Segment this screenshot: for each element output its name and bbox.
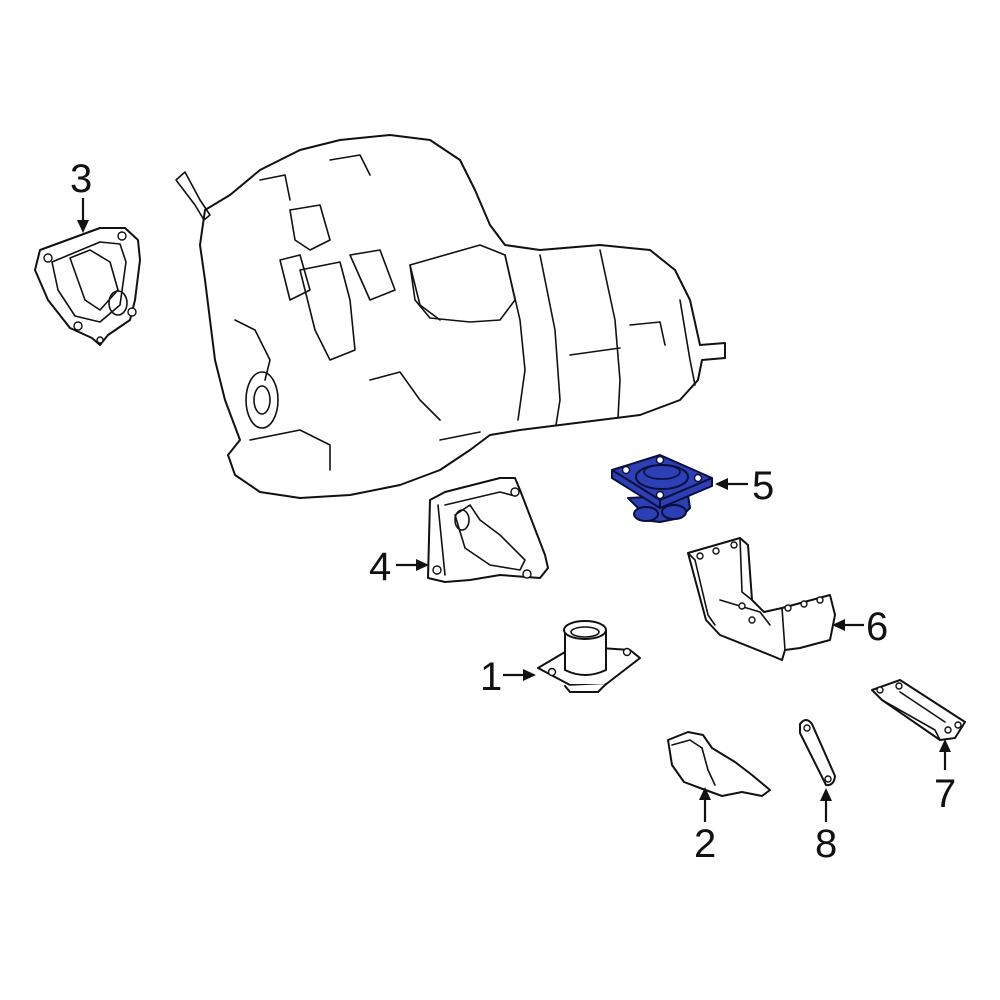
callout-4: 4 — [369, 545, 429, 589]
part-5-transmission-mount — [611, 454, 713, 523]
callout-number: 3 — [70, 157, 92, 201]
part-2-heat-shield — [667, 731, 771, 797]
arrowhead — [416, 559, 429, 571]
part-4-engine-mount-bracket — [427, 477, 549, 583]
arrowhead — [820, 788, 832, 801]
callout-number: 4 — [369, 545, 391, 589]
arrowhead — [715, 478, 728, 490]
callout-7: 7 — [934, 739, 956, 816]
arrowhead — [939, 739, 951, 752]
callout-2: 2 — [694, 787, 716, 866]
arrowhead — [523, 669, 536, 681]
arrowhead — [832, 619, 845, 631]
part-7-plate — [871, 679, 966, 741]
callout-5: 5 — [715, 464, 774, 508]
part-1-engine-mount — [537, 620, 641, 693]
callout-number: 1 — [480, 655, 502, 699]
callout-number: 5 — [752, 464, 774, 508]
part-6-crossmember — [687, 537, 836, 661]
part-3-engine-mount-bracket — [34, 227, 141, 346]
arrowhead — [699, 787, 711, 800]
callout-1: 1 — [480, 655, 536, 699]
arrowhead — [77, 220, 89, 233]
callout-number: 7 — [934, 772, 956, 816]
callout-number: 6 — [866, 605, 888, 649]
callout-number: 8 — [815, 822, 837, 866]
engine-transmission-assembly — [175, 134, 726, 499]
callout-8: 8 — [815, 788, 837, 866]
part-8-link — [799, 719, 836, 787]
callout-number: 2 — [694, 822, 716, 866]
callout-3: 3 — [70, 157, 92, 233]
callout-6: 6 — [832, 605, 888, 649]
